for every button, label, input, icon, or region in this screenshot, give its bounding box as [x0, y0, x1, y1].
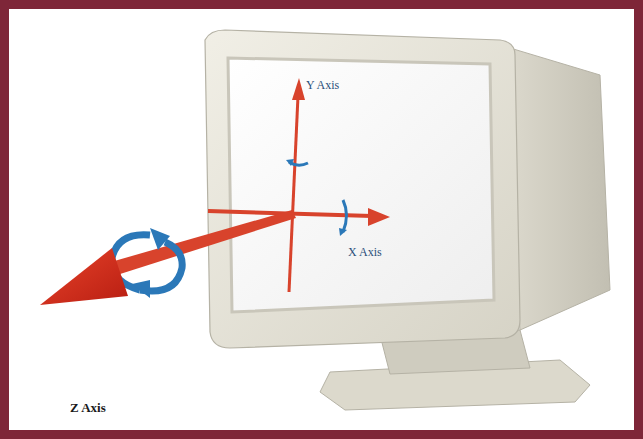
z-rotation-head-bottom	[132, 280, 150, 298]
y-rotation-head	[286, 159, 294, 166]
y-axis-head	[292, 78, 305, 100]
x-axis-label: X Axis	[348, 245, 382, 260]
z-axis-cone	[40, 248, 128, 305]
y-axis-label: Y Axis	[306, 78, 339, 93]
x-axis-head	[368, 208, 390, 226]
x-rotation-head	[339, 228, 347, 236]
monitor-bezel	[205, 30, 520, 348]
x-rotation-mark	[343, 200, 347, 232]
monitor-screen	[228, 58, 494, 312]
inner-panel	[9, 9, 634, 430]
y-axis-line	[289, 96, 298, 292]
z-rotation-head-top	[150, 228, 170, 250]
z-axis-shaft	[90, 210, 296, 282]
z-axis-label: Z Axis	[70, 400, 106, 416]
